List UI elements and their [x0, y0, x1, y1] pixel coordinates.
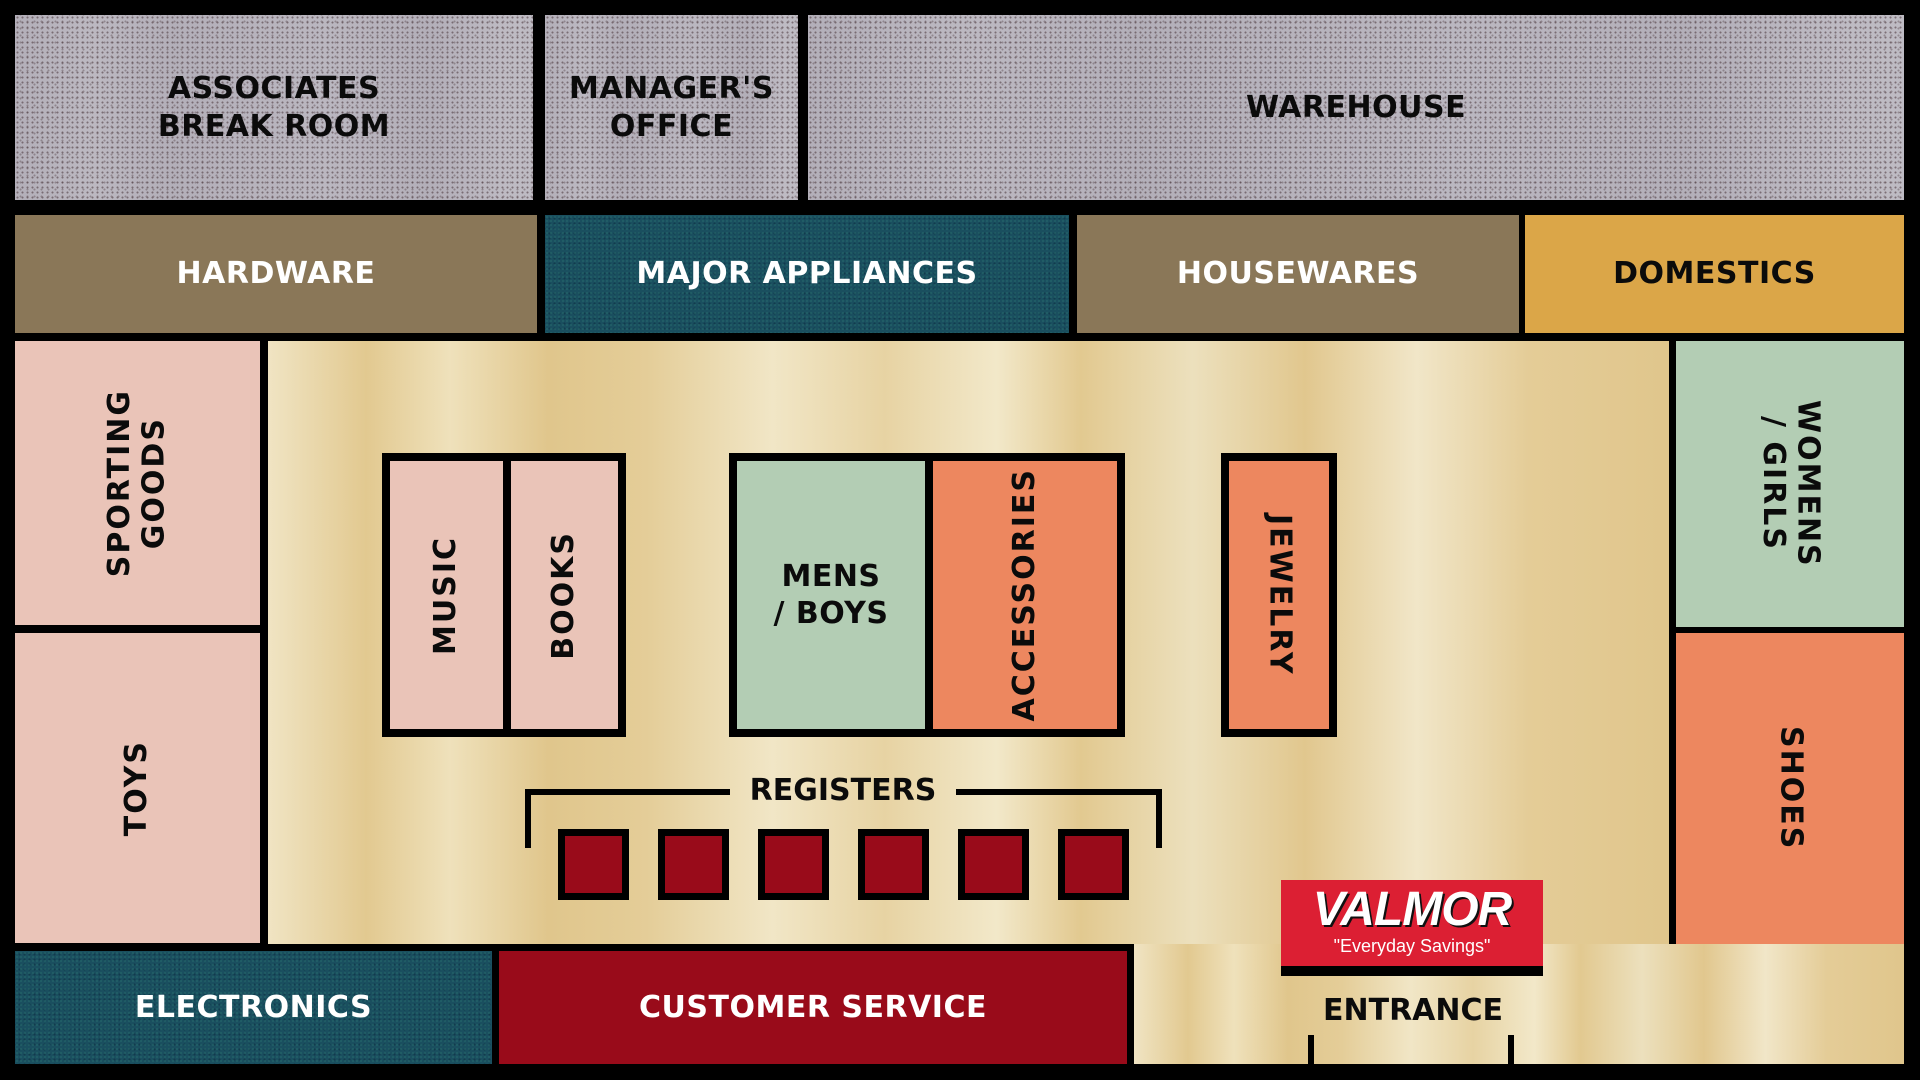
mens-boys-label: MENS / BOYS: [773, 558, 888, 633]
registers-bracket-right-side: [1156, 789, 1162, 848]
housewares-label: HOUSEWARES: [1176, 256, 1420, 292]
fixture-music-books: MUSIC BOOKS: [382, 453, 626, 737]
accessories-label: ACCESSORIES: [1006, 468, 1042, 722]
register-4[interactable]: [858, 829, 929, 900]
womens-girls-label-line2: / GIRLS: [1756, 416, 1791, 552]
entrance-door-right-post[interactable]: [1508, 1035, 1514, 1080]
break-room-label-line2: BREAK ROOM: [157, 108, 391, 144]
front-wall: [1134, 1064, 1904, 1080]
register-5[interactable]: [958, 829, 1029, 900]
warehouse-label: WAREHOUSE: [1245, 89, 1467, 125]
managers-office-label-line2: OFFICE: [609, 108, 734, 144]
dept-housewares[interactable]: HOUSEWARES: [1077, 215, 1519, 333]
registers-bracket-left-side: [525, 789, 531, 848]
dept-mens-boys[interactable]: MENS / BOYS: [737, 461, 925, 729]
fixture-mens-accessories: MENS / BOYS ACCESSORIES: [729, 453, 1125, 737]
logo-name: VALMOR: [1312, 882, 1512, 936]
dept-music[interactable]: MUSIC: [390, 461, 503, 729]
dept-domestics[interactable]: DOMESTICS: [1525, 215, 1904, 333]
jewelry-label: JEWELRY: [1262, 514, 1298, 676]
logo-tagline: "Everyday Savings": [1333, 935, 1491, 956]
dept-electronics[interactable]: ELECTRONICS: [15, 951, 492, 1064]
toys-label: TOYS: [119, 739, 155, 837]
registers-bracket-left-top: [525, 789, 730, 795]
books-label: BOOKS: [546, 530, 582, 660]
hardware-label: HARDWARE: [176, 256, 376, 292]
mens-boys-label-line1: MENS: [781, 558, 881, 594]
customer-service-label: CUSTOMER SERVICE: [639, 989, 987, 1025]
register-3[interactable]: [758, 829, 829, 900]
music-label: MUSIC: [428, 535, 464, 655]
womens-girls-label-line1: WOMENS: [1790, 400, 1826, 568]
dept-womens-girls[interactable]: WOMENS / GIRLS: [1676, 341, 1904, 627]
shoes-label: SHOES: [1773, 726, 1809, 851]
mens-boys-label-line2: / BOYS: [773, 596, 889, 631]
electronics-label: ELECTRONICS: [134, 989, 373, 1025]
registers-label: REGISTERS: [749, 773, 937, 808]
register-1[interactable]: [558, 829, 629, 900]
register-2[interactable]: [658, 829, 729, 900]
sporting-goods-label-line2: GOODS: [136, 416, 172, 550]
dept-shoes[interactable]: SHOES: [1676, 633, 1904, 944]
domestics-label: DOMESTICS: [1613, 256, 1816, 292]
dept-customer-service[interactable]: CUSTOMER SERVICE: [499, 951, 1127, 1064]
dept-jewelry[interactable]: JEWELRY: [1221, 453, 1337, 737]
break-room-label: ASSOCIATES BREAK ROOM: [158, 70, 390, 145]
managers-office-label-line1: MANAGER'S: [569, 71, 774, 106]
warehouse[interactable]: WAREHOUSE: [808, 15, 1904, 200]
valmor-logo: VALMOR "Everyday Savings": [1281, 880, 1543, 976]
sporting-goods-label-line1: SPORTING: [102, 388, 137, 578]
break-room-label-line1: ASSOCIATES: [167, 71, 381, 106]
dept-major-appliances[interactable]: MAJOR APPLIANCES: [545, 215, 1069, 333]
sporting-goods-label: SPORTING GOODS: [102, 388, 172, 578]
dept-sporting-goods[interactable]: SPORTING GOODS: [15, 341, 260, 625]
womens-girls-label: WOMENS / GIRLS: [1756, 400, 1826, 568]
entrance-label: ENTRANCE: [1323, 993, 1503, 1028]
dept-toys[interactable]: TOYS: [15, 633, 260, 943]
registers-bracket-right-top: [956, 789, 1162, 795]
dept-accessories[interactable]: ACCESSORIES: [933, 461, 1117, 729]
major-appliances-label: MAJOR APPLIANCES: [636, 256, 978, 292]
associates-break-room[interactable]: ASSOCIATES BREAK ROOM: [15, 15, 533, 200]
entrance-door-left-post: [1308, 1035, 1314, 1080]
dept-hardware[interactable]: HARDWARE: [15, 215, 537, 333]
managers-office[interactable]: MANAGER'S OFFICE: [545, 15, 798, 200]
dept-books[interactable]: BOOKS: [511, 461, 618, 729]
register-6[interactable]: [1058, 829, 1129, 900]
managers-office-label: MANAGER'S OFFICE: [569, 70, 774, 145]
